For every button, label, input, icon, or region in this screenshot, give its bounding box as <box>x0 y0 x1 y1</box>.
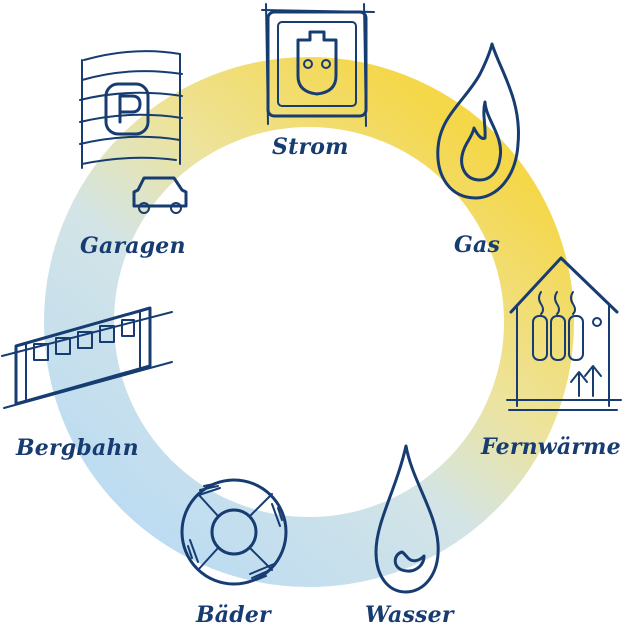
lifebuoy-icon <box>180 478 288 586</box>
water-drop-icon <box>374 444 440 594</box>
segment-label-gas: Gas <box>454 232 501 258</box>
segment-label-wasser: Wasser <box>365 602 454 628</box>
segment-label-baeder: Bäder <box>196 602 271 628</box>
segment-label-bergbahn: Bergbahn <box>16 435 139 461</box>
segment-label-fernwaerme: Fernwärme <box>481 434 621 460</box>
cable-car-icon <box>1 306 173 409</box>
power-socket-icon <box>261 3 375 127</box>
district-heating-house-icon <box>506 256 622 411</box>
segment-label-strom: Strom <box>272 134 349 160</box>
parking-garage-icon <box>79 50 188 214</box>
segment-label-garagen: Garagen <box>80 233 186 259</box>
gas-flame-icon <box>436 42 520 200</box>
